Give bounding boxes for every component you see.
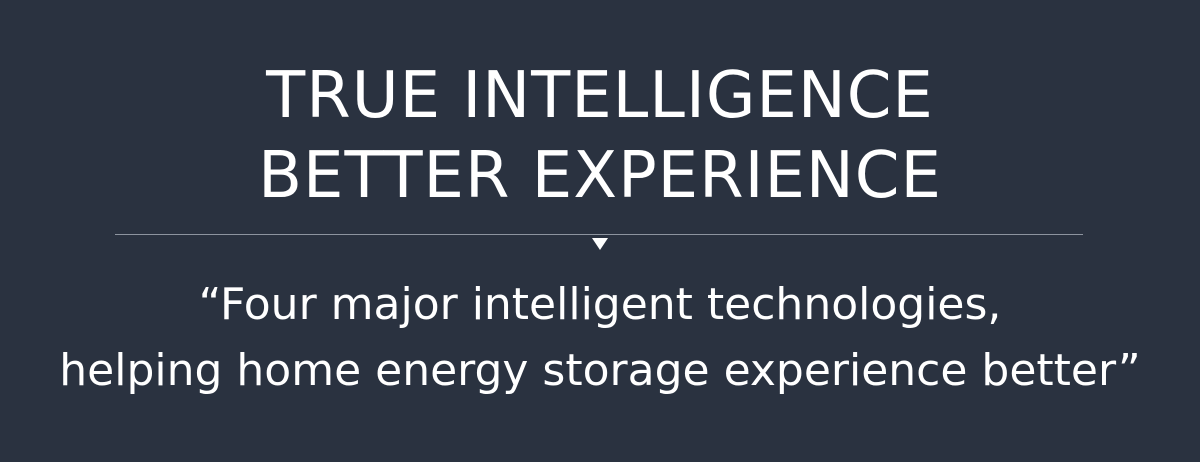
divider-line [115,234,1083,235]
headline-line-2: BETTER EXPERIENCE [258,139,942,213]
quote-line-2: helping home energy storage experience b… [59,345,1141,396]
quote-line-1: “Four major intelligent technologies, [198,279,1002,330]
down-triangle-icon [592,238,608,250]
headline-line-1: TRUE INTELLIGENCE [266,59,934,133]
